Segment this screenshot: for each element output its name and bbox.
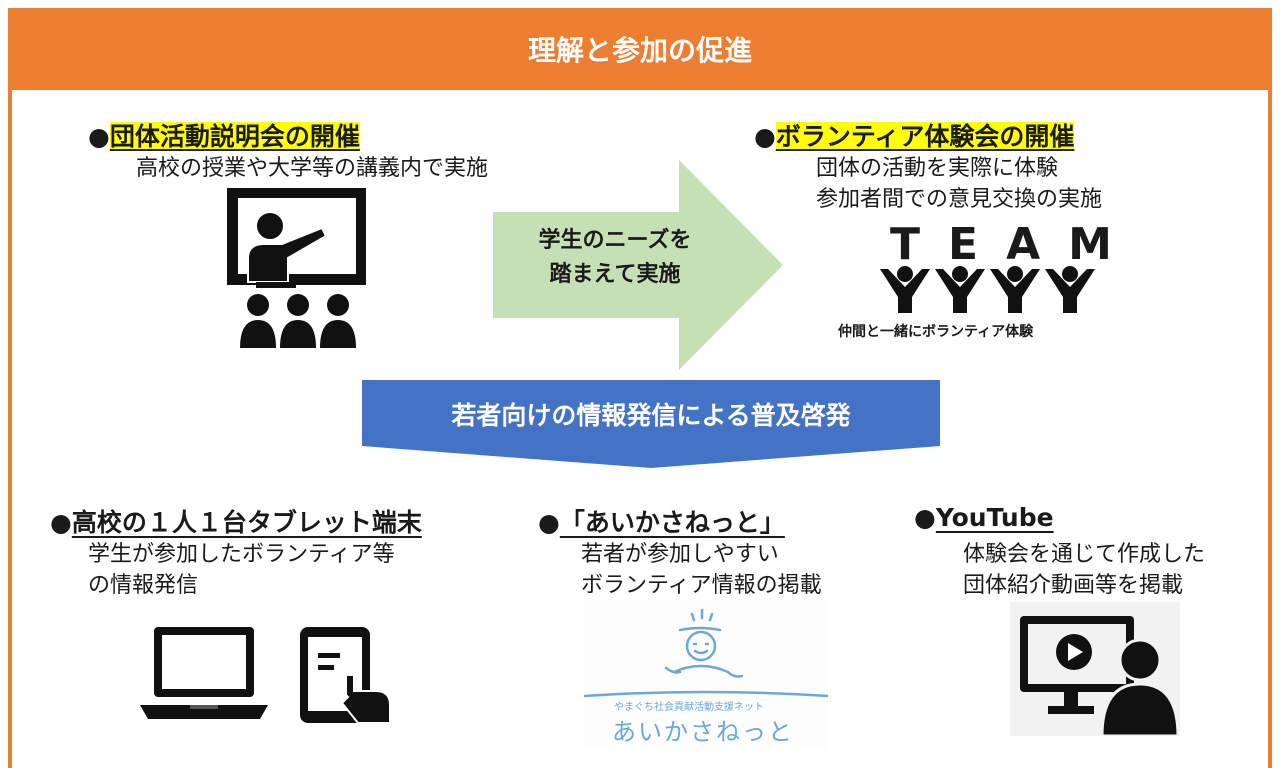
teacher-presentation-icon (227, 188, 366, 348)
aikasanetto-heading: ●「あいかさねっと」 (538, 503, 785, 539)
tablet-desc-1: 学生が参加したボランティア等 (88, 542, 395, 567)
laptop-icon (140, 627, 268, 719)
arrow-text-line1: 学生のニーズを (538, 228, 692, 253)
blue-banner (362, 380, 940, 468)
aikasanetto-desc-2: ボランティア情報の掲載 (581, 573, 822, 598)
tablet-title: 高校の１人１台タブレット端末 (71, 508, 422, 537)
experience-desc-2: 参加者間での意見交換の実施 (816, 187, 1103, 212)
video-lecture-icon (1020, 616, 1180, 738)
bullet: ● (88, 122, 110, 151)
arrow-text: 学生のニーズを 踏まえて実施 (495, 224, 735, 292)
team-people-icon (880, 266, 1095, 313)
seminar-heading: ●団体活動説明会の開催 (88, 117, 360, 153)
bullet: ● (914, 503, 936, 532)
youtube-desc-1: 体験会を通じて作成した (963, 542, 1206, 567)
bullet: ● (754, 122, 776, 151)
logo-subtitle: やまぐち社会貢献活動支援ネット (614, 702, 764, 713)
aikasanetto-desc-1: 若者が参加しやすい (581, 542, 779, 567)
seminar-desc: 高校の授業や大学等の講義内で実施 (136, 156, 489, 181)
experience-title: ボランティア体験会の開催 (775, 122, 1075, 151)
tablet-touch-icon (300, 627, 391, 724)
aikasanetto-title: 「あいかさねっと」 (559, 508, 785, 537)
header-title: 理解と参加の促進 (527, 34, 752, 67)
panel-frame (8, 8, 1272, 768)
video-icon-bg (1010, 602, 1180, 738)
aikasanetto-mascot-icon (582, 608, 830, 698)
green-arrow (493, 160, 783, 370)
aikasanetto-logo: やまぐち社会貢献活動支援ネット あいかさねっと (582, 600, 830, 748)
experience-desc-1: 団体の活動を実際に体験 (816, 156, 1059, 181)
seminar-title: 団体活動説明会の開催 (109, 122, 360, 151)
banner-text: 若者向けの情報発信による普及啓発 (451, 401, 851, 430)
tablet-desc-2: の情報発信 (88, 573, 199, 598)
page-title: 理解と参加の促進 (8, 8, 1272, 90)
team-caption: 仲間と一緒にボランティア体験 (838, 324, 1034, 340)
bullet: ● (50, 508, 72, 537)
youtube-title: YouTube (935, 503, 1054, 532)
experience-heading: ●ボランティア体験会の開催 (754, 117, 1075, 153)
bullet: ● (538, 508, 560, 537)
arrow-text-line2: 踏まえて実施 (549, 262, 681, 287)
team-text: TEAM (890, 219, 1140, 270)
youtube-heading: ●YouTube (914, 503, 1054, 532)
tablet-heading: ●高校の１人１台タブレット端末 (50, 503, 422, 539)
youtube-desc-2: 団体紹介動画等を掲載 (963, 573, 1184, 598)
logo-name: あいかさねっと (612, 718, 794, 746)
